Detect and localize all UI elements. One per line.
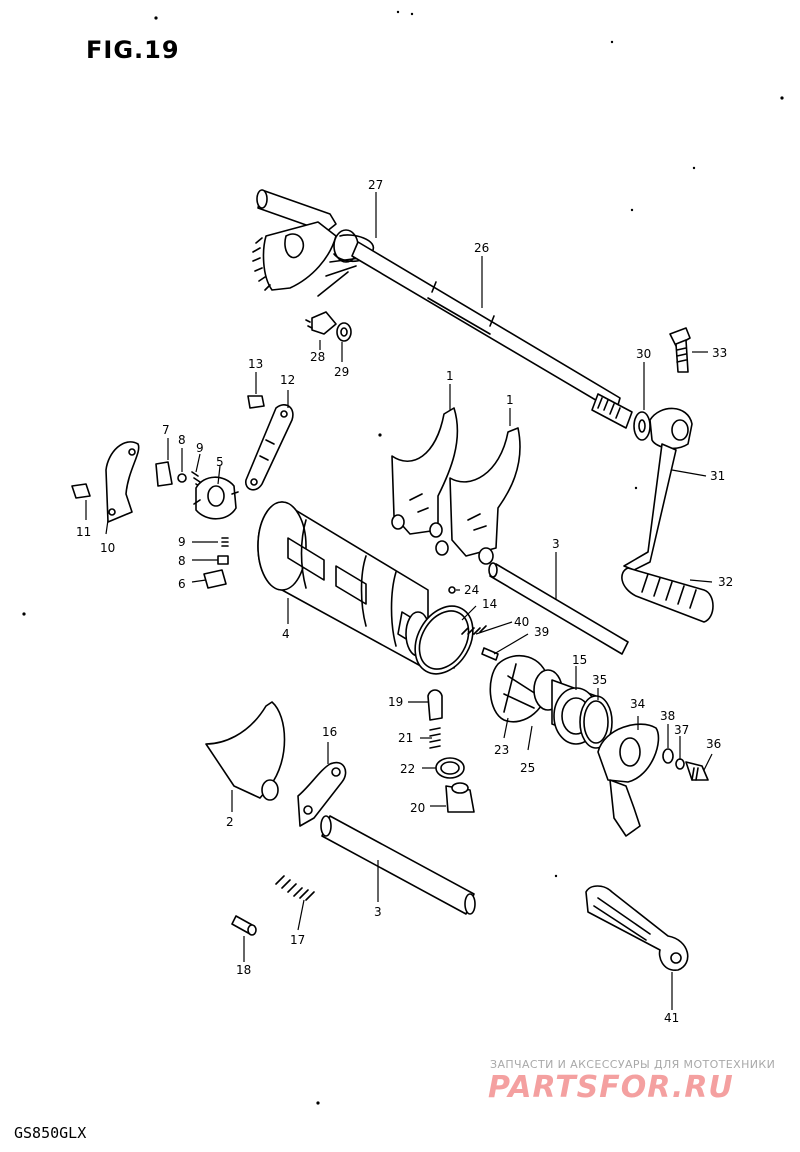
callout-18: 18: [236, 963, 251, 977]
callout-40: 40: [514, 615, 529, 629]
callout-1a: 1: [446, 369, 454, 383]
callout-8a: 8: [178, 433, 186, 447]
stopper-holder: [597, 723, 709, 837]
callout-11: 11: [76, 525, 91, 539]
callout-24: 24: [464, 583, 479, 597]
gearshift-lever: [621, 407, 714, 623]
watermark-caption: ЗАПЧАСТИ И АКСЕССУАРЫ ДЛЯ МОТОТЕХНИКИ: [490, 1058, 776, 1071]
oil-seal-and-bolt: [633, 327, 691, 441]
callout-4: 4: [282, 627, 290, 641]
callout-41: 41: [664, 1011, 679, 1025]
callout-35: 35: [592, 673, 607, 687]
callout-26: 26: [474, 241, 489, 255]
gearshift-shaft: [252, 189, 633, 429]
callout-5: 5: [216, 455, 224, 469]
shift-forks-upper: [391, 407, 521, 565]
callout-33: 33: [712, 346, 727, 360]
callout-23: 23: [494, 743, 509, 757]
callout-25: 25: [520, 761, 535, 775]
callout-27: 27: [368, 178, 383, 192]
oring-and-pins: [414, 586, 499, 675]
callout-20: 20: [410, 801, 425, 815]
callout-22: 22: [400, 762, 415, 776]
callout-30: 30: [636, 347, 651, 361]
fork-shafts: [320, 562, 629, 915]
scan-specks: [22, 10, 784, 1105]
cam-parts: [155, 461, 239, 589]
callout-16: 16: [322, 725, 337, 739]
lower-fork-parts: [205, 701, 347, 936]
watermark-brand: PARTSFOR.RU: [488, 1070, 734, 1105]
callout-38: 38: [660, 709, 675, 723]
callout-28: 28: [310, 350, 325, 364]
callout-39: 39: [534, 625, 549, 639]
callout-34: 34: [630, 697, 645, 711]
stopper-bolt: [305, 311, 352, 342]
callout-6: 6: [178, 577, 186, 591]
leader-lines: [85, 192, 713, 1010]
callout-19: 19: [388, 695, 403, 709]
callout-32: 32: [718, 575, 733, 589]
callout-9a: 9: [196, 441, 204, 455]
callout-3a: 3: [552, 537, 560, 551]
callout-21: 21: [398, 731, 413, 745]
callout-17: 17: [290, 933, 305, 947]
callout-1b: 1: [506, 393, 514, 407]
callout-31: 31: [710, 469, 725, 483]
callout-labels: 27 26 28 29 30 33 13 12 1 1 31 7 8 9 5 1…: [76, 178, 733, 1025]
callout-8b: 8: [178, 554, 186, 568]
callout-2: 2: [226, 815, 234, 829]
callout-3b: 3: [374, 905, 382, 919]
callout-12: 12: [280, 373, 295, 387]
callout-15: 15: [572, 653, 587, 667]
callout-36: 36: [706, 737, 721, 751]
callout-14: 14: [482, 597, 497, 611]
model-code: GS850GLX: [14, 1124, 87, 1142]
neutral-switch-parts: [427, 689, 475, 813]
figure-title: FIG.19: [86, 36, 180, 64]
callout-13: 13: [248, 357, 263, 371]
callout-29: 29: [334, 365, 349, 379]
callout-7: 7: [162, 423, 170, 437]
callout-9b: 9: [178, 535, 186, 549]
cam-plates: [71, 395, 294, 523]
callout-37: 37: [674, 723, 689, 737]
cam-guide-plate: [585, 885, 689, 971]
bearing-assembly: [489, 654, 613, 749]
callout-10: 10: [100, 541, 115, 555]
